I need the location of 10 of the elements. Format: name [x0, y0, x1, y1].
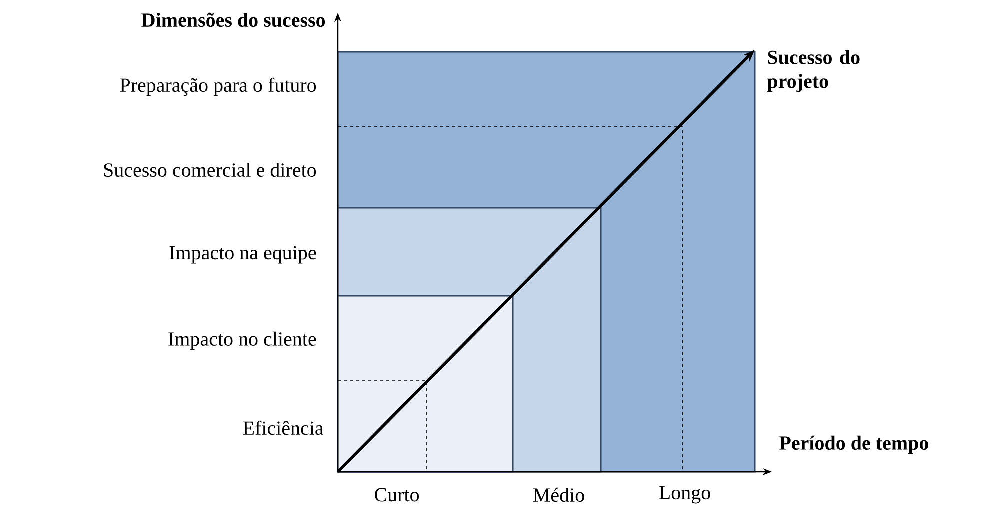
axis-title: Período de tempo	[780, 436, 928, 454]
axis-label: Longo	[659, 486, 710, 504]
axis-label: Impacto no cliente	[168, 332, 316, 350]
axis-label: Médio	[533, 488, 584, 502]
square-area	[337, 295, 514, 473]
node-label: Sucesso do projeto	[767, 50, 860, 92]
axis-label: Preparação para o futuro	[120, 78, 316, 96]
axis-title: Dimensões do sucesso	[142, 12, 326, 28]
axis-label: Impacto na equipe	[170, 246, 316, 264]
axis-label: Sucesso comercial e direto	[104, 162, 316, 178]
